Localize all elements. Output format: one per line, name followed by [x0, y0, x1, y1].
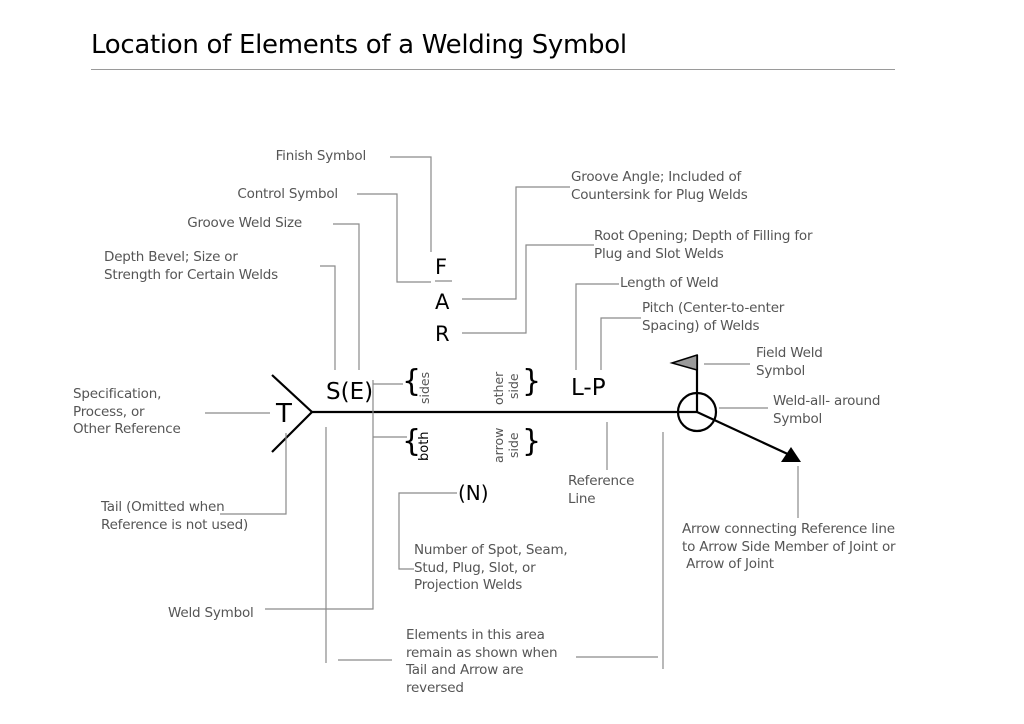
leader-tail — [220, 433, 287, 515]
label-root-opening: Root Opening; Depth of Filling for Plug … — [594, 228, 813, 263]
arrow-shaft — [696, 411, 793, 457]
leader-depth-bevel — [320, 265, 336, 370]
size-groove-symbol: S(E) — [326, 379, 374, 405]
brace-sides-open: { — [402, 364, 422, 399]
brace-other-close: } — [522, 364, 542, 399]
leader-groove-angle — [462, 186, 570, 300]
label-number-of-welds: Number of Spot, Seam, Stud, Plug, Slot, … — [414, 542, 568, 595]
leader-length — [575, 283, 619, 370]
label-line: Strength for Certain Welds — [104, 266, 279, 283]
label-line: Arrow connecting Reference line — [682, 521, 895, 537]
label-line: Pitch (Center-to-enter — [642, 300, 785, 316]
number-symbol: (N) — [458, 481, 489, 505]
leader-weld-symbol — [265, 380, 374, 610]
label-field-weld: Field Weld Symbol — [756, 345, 823, 380]
word-both: both — [417, 431, 432, 461]
label-specification: Specification, Process, or Other Referen… — [73, 386, 181, 439]
tail-reference-symbol: T — [276, 399, 292, 429]
label-weld-symbol: Weld Symbol — [168, 605, 254, 621]
label-line: Other Reference — [73, 421, 181, 437]
word-arrow: arrow — [491, 427, 506, 463]
label-finish-symbol: Finish Symbol — [275, 148, 367, 164]
label-depth-bevel: Depth Bevel; Size or Strength for Certai… — [104, 249, 278, 284]
leader-root-opening — [462, 244, 594, 334]
leader-groove-weld-size — [333, 223, 360, 370]
brace-both-open: { — [402, 424, 422, 459]
arrowhead-icon — [781, 447, 801, 462]
label-line: Elements in this area — [406, 627, 545, 643]
label-weld-all-around: Weld-all- around Symbol — [773, 393, 880, 428]
label-line: remain as shown when — [406, 644, 558, 661]
label-line: to Arrow Side Member of Joint or — [682, 538, 896, 555]
label-line: reversed — [406, 679, 464, 696]
field-weld-flag-icon — [669, 353, 698, 371]
label-line: Root Opening; Depth of Filling for — [594, 228, 813, 244]
leader-control — [357, 193, 431, 283]
label-line: Tail and Arrow are — [406, 662, 524, 678]
label-line: Projection Welds — [414, 577, 523, 593]
leader-finish — [390, 156, 432, 252]
label-groove-angle: Groove Angle; Included of Countersink fo… — [571, 169, 748, 204]
label-line: Stud, Plug, Slot, or — [414, 559, 536, 576]
page-title: Location of Elements of a Welding Symbol — [91, 30, 627, 60]
title-divider — [91, 69, 895, 70]
leader-lines — [205, 156, 799, 669]
tail-lower-stroke — [271, 411, 313, 453]
label-elements-area: Elements in this area remain as shown wh… — [406, 627, 558, 697]
brace-arrow-close: } — [522, 424, 542, 459]
label-length-of-weld: Length of Weld — [620, 275, 719, 291]
label-pitch: Pitch (Center-to-enter Spacing) of Welds — [642, 300, 784, 335]
label-line: Arrow of Joint — [682, 556, 774, 572]
leader-pitch — [600, 317, 641, 370]
label-line: Depth Bevel; Size or — [104, 249, 238, 265]
label-line: Number of Spot, Seam, — [414, 542, 568, 558]
label-reference-line: Reference Line — [568, 473, 634, 508]
label-line: Symbol — [756, 362, 806, 379]
finish-letter: F — [435, 255, 448, 279]
length-pitch-symbol: L-P — [571, 375, 606, 401]
leader-number — [398, 492, 457, 570]
label-line: Reference is not used) — [101, 516, 249, 533]
label-line: Field Weld — [756, 345, 823, 361]
label-line: Symbol — [773, 410, 823, 427]
word-other-side: side — [506, 373, 521, 399]
label-line: Weld-all- around — [773, 393, 881, 409]
label-line: Process, or — [73, 403, 145, 420]
label-line: Reference — [568, 473, 635, 489]
label-line: Countersink for Plug Welds — [571, 186, 748, 203]
word-arrow-side: side — [506, 432, 521, 458]
label-line: Groove Angle; Included of — [571, 169, 742, 185]
label-line: Line — [568, 490, 596, 507]
label-line: Plug and Slot Welds — [594, 245, 724, 262]
label-line: Specification, — [73, 386, 162, 402]
word-sides: sides — [417, 371, 432, 404]
label-line: Spacing) of Welds — [642, 317, 760, 334]
label-arrow-connecting: Arrow connecting Reference line to Arrow… — [682, 521, 896, 574]
label-control-symbol: Control Symbol — [237, 186, 338, 202]
label-line: Tail (Omitted when — [101, 499, 225, 515]
angle-letter: A — [435, 290, 450, 314]
label-tail: Tail (Omitted when Reference is not used… — [101, 499, 248, 534]
label-groove-weld-size: Groove Weld Size — [187, 215, 302, 231]
tail-upper-stroke — [271, 374, 313, 413]
word-other: other — [491, 371, 506, 405]
root-letter: R — [435, 322, 450, 346]
